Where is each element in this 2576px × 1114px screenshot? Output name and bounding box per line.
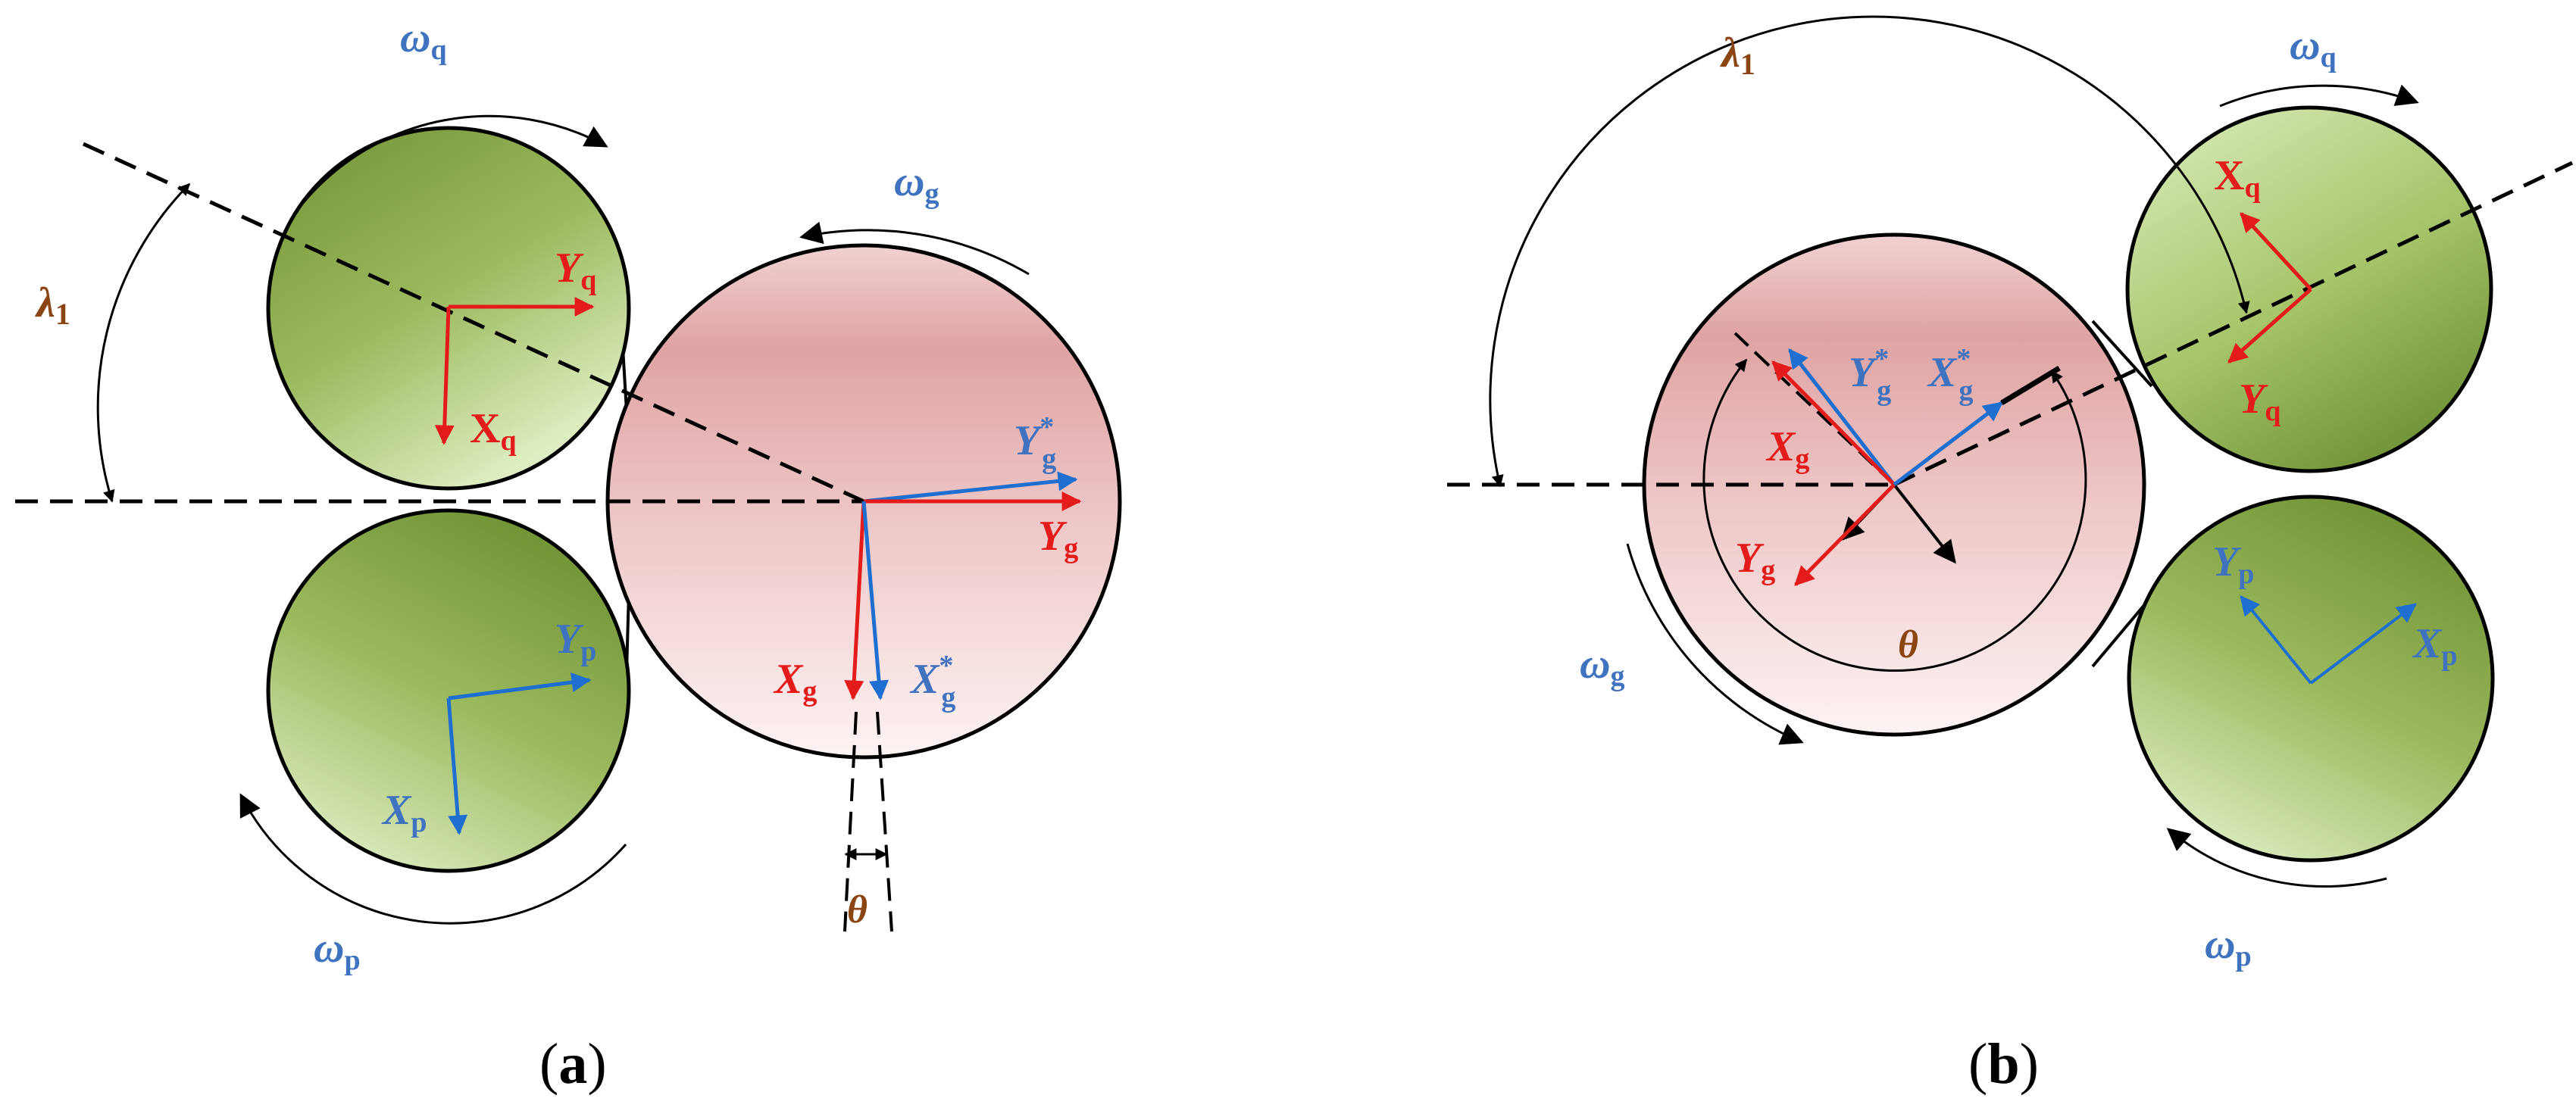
roller-p [266, 508, 631, 873]
arrow-Yp-b [2240, 594, 2312, 685]
label-Yg: Yg [1038, 513, 1078, 564]
arrow-Xp [446, 697, 468, 835]
omega-q-rotation-arrow-b [2219, 84, 2419, 108]
label-Xg-b: Xg [1765, 423, 1809, 475]
label-Xq: Xq [470, 405, 517, 457]
label-omega-p: ωp [314, 925, 361, 976]
omega-q-rotation-arrow [302, 114, 608, 204]
label-Xg: Xg [773, 656, 817, 707]
arrow-Yg-star-b [1788, 348, 1896, 486]
label-Yg-b: Yg [1735, 535, 1775, 586]
label-omega-q: ωq [400, 14, 447, 66]
arrow-Xp-b [2309, 603, 2418, 685]
arrow-Xg [844, 501, 866, 701]
dashed-theta-line-left [843, 711, 858, 932]
label-Yg-star-b: Y*g [1849, 343, 1891, 407]
label-theta-b: θ [1898, 623, 1918, 666]
lambda-arc [96, 183, 191, 503]
label-Yq-b: Yq [2239, 376, 2281, 427]
label-theta: θ [847, 888, 868, 931]
panel-b: ωq ωg ωp λ1 θ Xq Yq Y*g X*g Xg Yg Yp Xp … [1447, 15, 2574, 1096]
omega-p-rotation-arrow [239, 793, 627, 925]
lambda-arc-b [1489, 15, 2250, 488]
caption-a: (a) [539, 1032, 607, 1096]
arrow-Xg-star-b [1893, 401, 2004, 486]
label-Xq-b: Xq [2214, 152, 2261, 204]
dashed-inclined-line [82, 142, 865, 504]
panel-a: ωq ωg ωp λ1 θ Yq Xq Yp Xp Y*g Yg Xg X*g … [15, 14, 1122, 1096]
arrow-Yg-b [1794, 483, 1896, 586]
label-Xg-star-b: X*g [1927, 343, 1973, 407]
label-Xp: Xp [381, 787, 427, 838]
bold-segment-b [2000, 366, 2061, 405]
label-omega-g-b: ωg [1580, 641, 1625, 692]
black-arrow-down-right [1893, 483, 1956, 564]
label-Yq: Yq [555, 245, 596, 296]
omega-g-rotation-arrow [799, 221, 1030, 276]
arrow-Xq-b [2240, 212, 2312, 291]
label-Yp-b: Yp [2212, 538, 2254, 590]
label-omega-g: ωg [894, 158, 939, 210]
label-Yg-star: Y*g [1014, 411, 1056, 475]
dashed-theta-line-right [876, 711, 893, 932]
label-omega-p-b: ωp [2205, 921, 2252, 972]
arrow-Yp [448, 672, 592, 701]
arrow-Xq [434, 306, 455, 445]
label-lambda-1-b: λ1 [1720, 30, 1755, 81]
arrow-Yq-b [2227, 288, 2312, 364]
arrow-Xg-b [1771, 360, 1896, 486]
omega-g-rotation-arrow-b [1626, 543, 1804, 745]
label-lambda-1: λ1 [35, 279, 70, 331]
omega-p-rotation-arrow-b [2166, 828, 2387, 888]
label-Xg-star: X*g [909, 650, 955, 713]
label-Yp: Yp [555, 616, 596, 667]
arrow-Yg-star [863, 471, 1078, 504]
caption-b: (b) [1968, 1032, 2039, 1096]
roller-p-b [2127, 495, 2495, 863]
arrow-Xg-star [861, 501, 889, 701]
label-omega-q-b: ωq [2290, 22, 2337, 73]
label-Xp-b: Xp [2412, 620, 2458, 672]
